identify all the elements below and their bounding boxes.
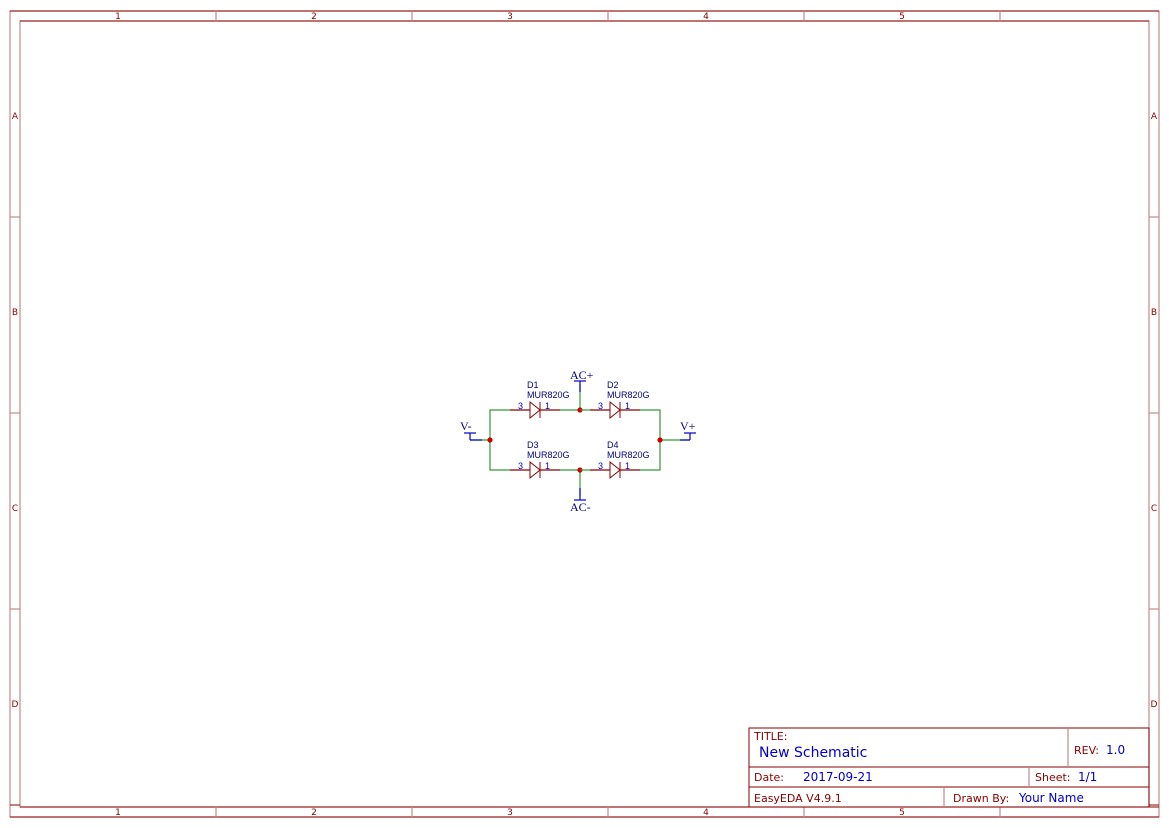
part-number: MUR820G (607, 450, 650, 460)
title-label: TITLE: (753, 730, 787, 743)
pin-number: 1 (545, 401, 550, 411)
row-label: D (12, 700, 19, 710)
rev-value[interactable]: 1.0 (1106, 743, 1125, 757)
diode-d4[interactable]: D4 MUR820G 3 1 (580, 440, 650, 480)
bridge-rectifier: D1 MUR820G 3 1 D2 MUR820G 3 1 D3 MUR820G… (460, 368, 696, 514)
net-label: V+ (680, 419, 696, 433)
col-label: 4 (703, 12, 709, 22)
pin-number: 3 (518, 461, 523, 471)
col-label: 4 (703, 808, 709, 818)
drawn-by-label: Drawn By: (953, 792, 1009, 805)
pin-number: 3 (518, 401, 523, 411)
net-label: AC+ (570, 368, 594, 382)
designator: D3 (527, 440, 539, 450)
col-label: 2 (311, 12, 317, 22)
outer-frame (9, 10, 1160, 818)
part-number: MUR820G (607, 390, 650, 400)
pin-number: 1 (625, 401, 630, 411)
junction-dot (657, 437, 663, 443)
row-label: B (12, 308, 18, 318)
row-label: C (12, 504, 18, 514)
row-label: D (1151, 700, 1158, 710)
diode-icon (609, 460, 621, 480)
col-label: 1 (115, 808, 121, 818)
diode-icon (609, 400, 621, 420)
wires[interactable] (470, 384, 690, 496)
sheet-label: Sheet: (1035, 771, 1071, 784)
designator: D2 (607, 380, 619, 390)
column-labels-top: 1 2 3 4 5 (115, 12, 905, 22)
pin-number: 1 (625, 461, 630, 471)
date-value[interactable]: 2017-09-21 (803, 770, 873, 784)
pin-number: 1 (545, 461, 550, 471)
designator: D1 (527, 380, 539, 390)
diode-icon (529, 400, 541, 420)
rev-label: REV: (1074, 744, 1099, 757)
diode-d2[interactable]: D2 MUR820G 3 1 (580, 380, 650, 420)
net-label: V- (460, 419, 472, 433)
col-label: 1 (115, 12, 121, 22)
part-number: MUR820G (527, 390, 570, 400)
net-label: AC- (570, 500, 591, 514)
net-flag-ac-minus[interactable]: AC- (570, 488, 591, 514)
col-label: 5 (899, 12, 905, 22)
net-flag-ac-plus[interactable]: AC+ (570, 368, 594, 392)
pin-number: 3 (598, 461, 603, 471)
row-label: C (1151, 504, 1157, 514)
sheet-value[interactable]: 1/1 (1078, 770, 1097, 784)
title-block: TITLE: New Schematic REV: 1.0 Date: 2017… (748, 727, 1150, 808)
row-labels-right: A B C D (1151, 112, 1158, 710)
column-dividers (215, 11, 1001, 817)
col-label: 3 (507, 12, 513, 22)
row-label: B (1151, 308, 1157, 318)
junction-dot (487, 437, 493, 443)
part-number: MUR820G (527, 450, 570, 460)
net-flag-v-plus[interactable]: V+ (680, 419, 696, 441)
col-label: 2 (311, 808, 317, 818)
diode-d1[interactable]: D1 MUR820G 3 1 (510, 380, 570, 420)
row-dividers (10, 216, 1159, 610)
row-label: A (12, 112, 19, 122)
pin-number: 3 (598, 401, 603, 411)
col-label: 3 (507, 808, 513, 818)
drawn-by-value[interactable]: Your Name (1018, 791, 1084, 805)
row-label: A (1151, 112, 1158, 122)
col-label: 5 (899, 808, 905, 818)
title-value[interactable]: New Schematic (759, 745, 867, 761)
date-label: Date: (754, 771, 784, 784)
diode-icon (529, 460, 541, 480)
software-version: EasyEDA V4.9.1 (754, 792, 842, 805)
column-labels-bottom: 1 2 3 4 5 (115, 808, 905, 818)
designator: D4 (607, 440, 619, 450)
diode-d3[interactable]: D3 MUR820G 3 1 (510, 440, 570, 480)
inner-frame (19, 20, 1150, 808)
row-labels-left: A B C D (12, 112, 19, 710)
net-flag-v-minus[interactable]: V- (460, 419, 482, 441)
